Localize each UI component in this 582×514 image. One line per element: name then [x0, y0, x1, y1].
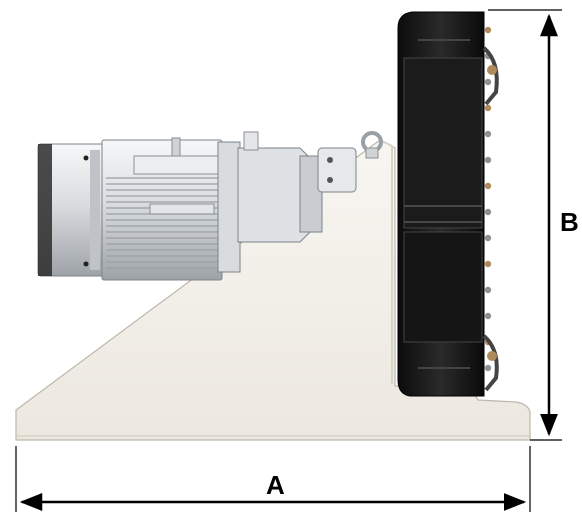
bolt [484, 156, 492, 164]
dimension-a: A [15, 446, 531, 512]
gearbox [237, 131, 357, 243]
flange-bolts [484, 26, 492, 372]
bolt [484, 364, 492, 372]
pump-head [397, 11, 499, 397]
bolt [484, 182, 492, 190]
bolt [484, 208, 492, 216]
bolt [484, 104, 492, 112]
bolt [484, 78, 492, 86]
dimension-a-label: A [266, 470, 285, 500]
lifting-eye [361, 131, 383, 159]
bolt [484, 130, 492, 138]
dimension-b: B [488, 9, 579, 441]
cooling-fins [106, 177, 218, 269]
dimension-b-label: B [560, 207, 579, 237]
bolt [484, 26, 492, 34]
base-frame [15, 139, 531, 441]
electric-motor [37, 137, 241, 281]
bolt [484, 286, 492, 294]
bolt [484, 260, 492, 268]
bolt [484, 234, 492, 242]
bolt [484, 312, 492, 320]
